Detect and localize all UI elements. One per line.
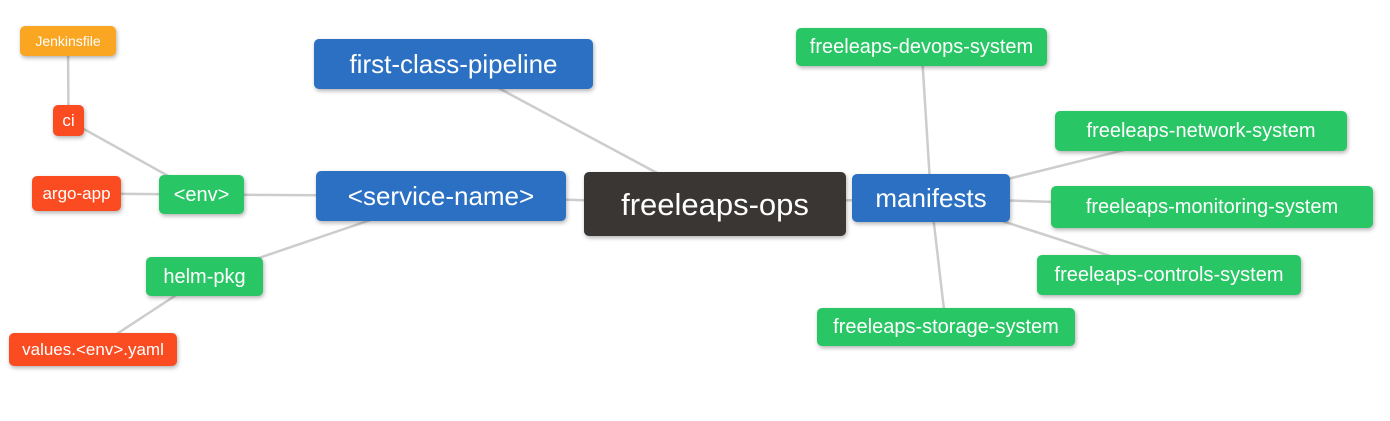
mindmap-node-freeleaps-monitoring-system[interactable]: freeleaps-monitoring-system xyxy=(1051,186,1373,228)
node-label: freeleaps-monitoring-system xyxy=(1085,196,1339,218)
mindmap-node-service-name[interactable]: <service-name> xyxy=(316,171,566,221)
mindmap-node-freeleaps-storage-system[interactable]: freeleaps-storage-system xyxy=(817,308,1075,346)
node-label: helm-pkg xyxy=(163,265,246,288)
mindmap-node-ci[interactable]: ci xyxy=(53,105,84,136)
edge-manifests-freeleaps-devops-system xyxy=(920,46,933,199)
node-label: freeleaps-controls-system xyxy=(1054,264,1284,286)
mindmap-node-freeleaps-devops-system[interactable]: freeleaps-devops-system xyxy=(796,28,1047,66)
mindmap-node-freeleaps-controls-system[interactable]: freeleaps-controls-system xyxy=(1037,255,1301,295)
mindmap-node-first-class-pipeline[interactable]: first-class-pipeline xyxy=(314,39,593,89)
node-label: argo-app xyxy=(42,184,111,203)
node-label: ci xyxy=(62,111,75,130)
mindmap-node-values-env-yaml[interactable]: values.<env>.yaml xyxy=(9,333,177,366)
mindmap-node-freeleaps-network-system[interactable]: freeleaps-network-system xyxy=(1055,111,1347,151)
mindmap-node-env[interactable]: <env> xyxy=(159,175,244,214)
node-label: <service-name> xyxy=(347,181,535,211)
node-label: first-class-pipeline xyxy=(349,49,558,79)
node-label: <env> xyxy=(173,183,230,206)
node-label: freeleaps-ops xyxy=(621,186,809,222)
mindmap-node-freeleaps-ops[interactable]: freeleaps-ops xyxy=(584,172,846,236)
mindmap-node-helm-pkg[interactable]: helm-pkg xyxy=(146,257,263,296)
node-label: values.<env>.yaml xyxy=(22,340,164,359)
mindmap-node-argo-app[interactable]: argo-app xyxy=(32,176,121,211)
mindmap-node-manifests[interactable]: manifests xyxy=(852,174,1010,222)
node-label: Jenkinsfile xyxy=(35,33,101,49)
node-label: freeleaps-storage-system xyxy=(833,316,1059,338)
node-label: freeleaps-devops-system xyxy=(809,36,1034,58)
node-label: freeleaps-network-system xyxy=(1086,120,1316,142)
mindmap-node-jenkinsfile[interactable]: Jenkinsfile xyxy=(20,26,116,56)
node-label: manifests xyxy=(875,183,987,213)
